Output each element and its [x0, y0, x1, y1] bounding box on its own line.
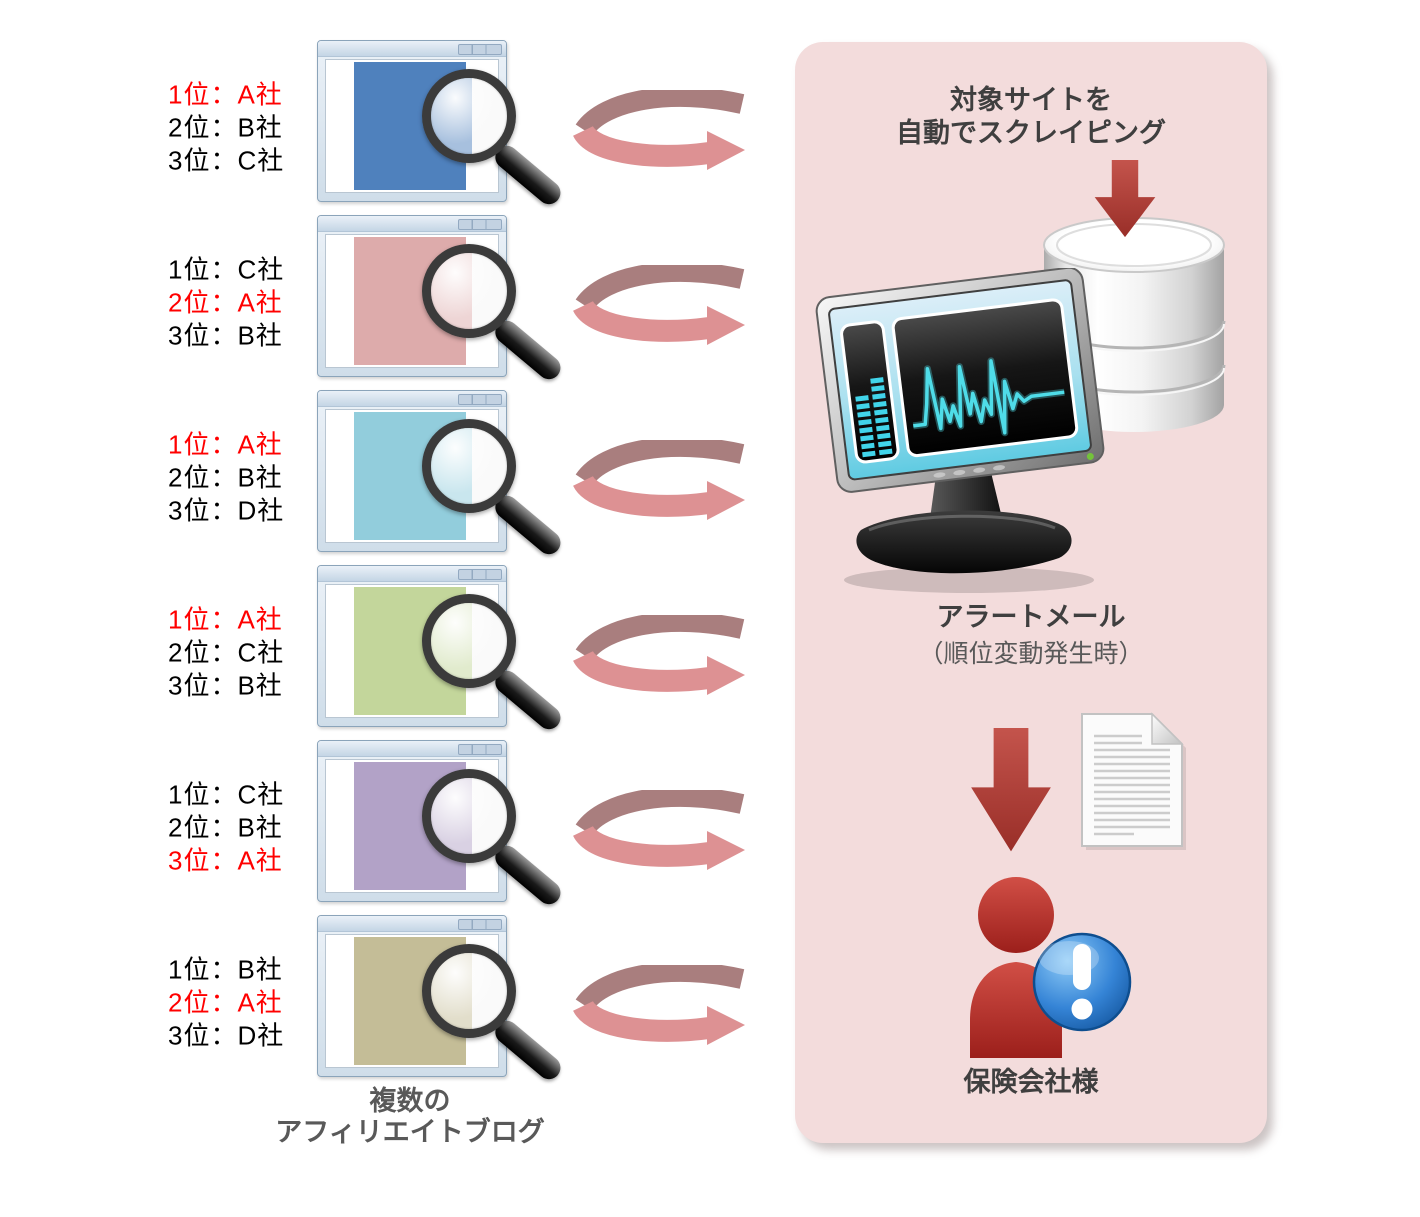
window-controls-icon: [458, 569, 502, 580]
rank-line: 1位：B社: [168, 954, 283, 985]
rank-line: 3位：C社: [168, 145, 285, 176]
document-icon: [1081, 712, 1186, 850]
browser-titlebar: [318, 216, 506, 232]
window-controls-icon: [458, 44, 502, 55]
download-arrow-icon: [1094, 160, 1156, 238]
flow-arrow-icon: [573, 90, 745, 170]
flow-arrow-icon: [573, 790, 745, 870]
recipient-label: 保険会社様: [963, 1067, 1099, 1097]
rank-line: 2位：B社: [168, 812, 283, 843]
browser-titlebar: [318, 41, 506, 57]
blogs-caption-line2: アフィリエイトブログ: [275, 1117, 545, 1147]
window-controls-icon: [458, 919, 502, 930]
rank-line: 1位：A社: [168, 604, 283, 635]
magnifier-handle-icon: [490, 141, 566, 209]
scrape-label-line1: 対象サイトを: [950, 85, 1112, 115]
browser-window-icon: [317, 740, 566, 909]
scrape-label: 対象サイトを 自動でスクレイピング: [795, 84, 1267, 150]
lens-gloss: [431, 428, 507, 504]
lens-gloss: [431, 78, 507, 154]
rank-line: 3位：D社: [168, 1020, 285, 1051]
magnifier-handle-icon: [490, 1016, 566, 1084]
flow-arrow-icon: [573, 440, 745, 520]
person-icon: [970, 877, 1132, 1058]
browser-titlebar: [318, 916, 506, 932]
rank-line: 3位：D社: [168, 495, 285, 526]
monitor-graph-icon: [815, 268, 1105, 593]
flow-arrow-icon: [573, 265, 745, 345]
browser-titlebar: [318, 566, 506, 582]
lens-gloss: [431, 253, 507, 329]
magnifier-handle-icon: [490, 666, 566, 734]
magnifier-icon: [422, 594, 516, 688]
flow-arrow-icon: [573, 615, 745, 695]
rank-line: 2位：B社: [168, 112, 283, 143]
rank-line: 1位：C社: [168, 254, 285, 285]
alert-exclamation-badge-icon: [1032, 932, 1132, 1032]
browser-titlebar: [318, 391, 506, 407]
rank-line: 1位：C社: [168, 779, 285, 810]
magnifier-icon: [422, 419, 516, 513]
magnifier-icon: [422, 769, 516, 863]
window-controls-icon: [458, 394, 502, 405]
window-controls-icon: [458, 219, 502, 230]
window-controls-icon: [458, 744, 502, 755]
blogs-caption-line1: 複数の: [369, 1086, 451, 1116]
rank-line: 2位：C社: [168, 637, 285, 668]
browser-window-icon: [317, 565, 566, 734]
magnifier-icon: [422, 69, 516, 163]
browser-titlebar: [318, 741, 506, 757]
rank-line: 1位：A社: [168, 79, 283, 110]
magnifier-handle-icon: [490, 316, 566, 384]
blogs-caption: 複数の アフィリエイトブログ: [230, 1086, 590, 1148]
magnifier-handle-icon: [490, 491, 566, 559]
flow-arrow-icon: [573, 965, 745, 1045]
alert-mail-label-line1: アラートメール: [936, 602, 1126, 632]
browser-window-icon: [317, 40, 566, 209]
magnifier-icon: [422, 944, 516, 1038]
magnifier-handle-icon: [490, 841, 566, 909]
lens-gloss: [431, 953, 507, 1029]
magnifier-icon: [422, 244, 516, 338]
browser-window-icon: [317, 215, 566, 384]
rank-line: 1位：A社: [168, 429, 283, 460]
scrape-label-line2: 自動でスクレイピング: [896, 118, 1166, 148]
rank-line: 2位：A社: [168, 287, 283, 318]
browser-window-icon: [317, 390, 566, 559]
rank-line: 3位：B社: [168, 320, 283, 351]
download-arrow-icon: [971, 728, 1051, 852]
rank-line: 3位：A社: [168, 845, 283, 876]
alert-mail-label-line2: （順位変動発生時）: [918, 640, 1144, 668]
lens-gloss: [431, 778, 507, 854]
lens-gloss: [431, 603, 507, 679]
rank-line: 2位：A社: [168, 987, 283, 1018]
alert-mail-label: アラートメール （順位変動発生時）: [795, 602, 1267, 670]
rank-line: 2位：B社: [168, 462, 283, 493]
browser-window-icon: [317, 915, 566, 1084]
scraping-panel: 対象サイトを 自動でスクレイピング: [795, 42, 1267, 1143]
rank-line: 3位：B社: [168, 670, 283, 701]
